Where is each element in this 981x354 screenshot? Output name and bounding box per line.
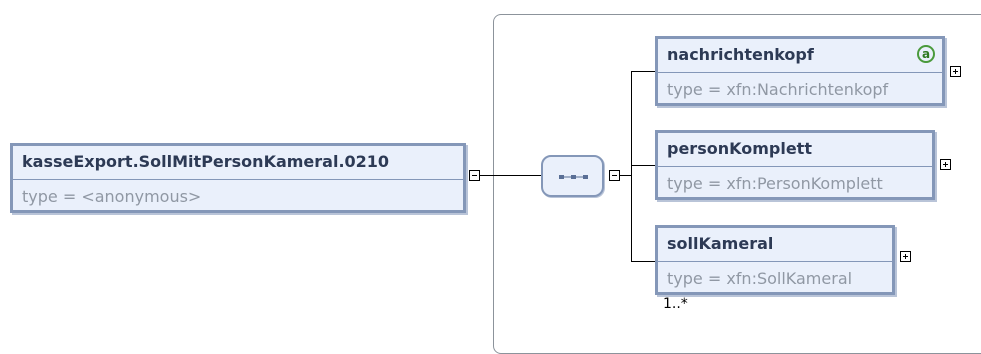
- connector-sequence-branch: [620, 175, 632, 176]
- connector-child-2: [631, 165, 655, 166]
- child-element-type: type = xfn:Nachrichtenkopf: [667, 80, 889, 99]
- expand-toggle[interactable]: [900, 251, 911, 262]
- connector-child-1: [631, 71, 655, 72]
- sequence-compositor[interactable]: [541, 155, 604, 197]
- child-element-type: type = xfn:PersonKomplett: [667, 174, 883, 193]
- connector-root-sequence: [480, 175, 541, 176]
- child-element-node[interactable]: personKomplett type = xfn:PersonKomplett: [655, 130, 935, 200]
- child-element-node[interactable]: sollKameral type = xfn:SollKameral: [655, 225, 895, 295]
- root-element-type: type = <anonymous>: [22, 187, 202, 206]
- child-element-name: personKomplett: [658, 133, 932, 167]
- connector-vertical-trunk: [631, 71, 632, 261]
- connector-child-3: [631, 261, 655, 262]
- root-element-name: kasseExport.SollMitPersonKameral.0210: [13, 146, 463, 180]
- sequence-compositor-icon: [559, 175, 588, 179]
- expand-toggle[interactable]: [950, 66, 961, 77]
- attributes-badge-icon: a: [917, 45, 935, 63]
- root-collapse-toggle[interactable]: [469, 170, 480, 181]
- child-element-name: nachrichtenkopf: [658, 39, 942, 73]
- expand-toggle[interactable]: [940, 159, 951, 170]
- child-element-type: type = xfn:SollKameral: [667, 269, 853, 288]
- root-element-node[interactable]: kasseExport.SollMitPersonKameral.0210 ty…: [10, 143, 466, 213]
- child-element-name: sollKameral: [658, 228, 892, 262]
- child-element-node[interactable]: nachrichtenkopf type = xfn:Nachrichtenko…: [655, 36, 945, 106]
- occurrence-label: 1..*: [663, 296, 688, 312]
- sequence-collapse-toggle[interactable]: [609, 170, 620, 181]
